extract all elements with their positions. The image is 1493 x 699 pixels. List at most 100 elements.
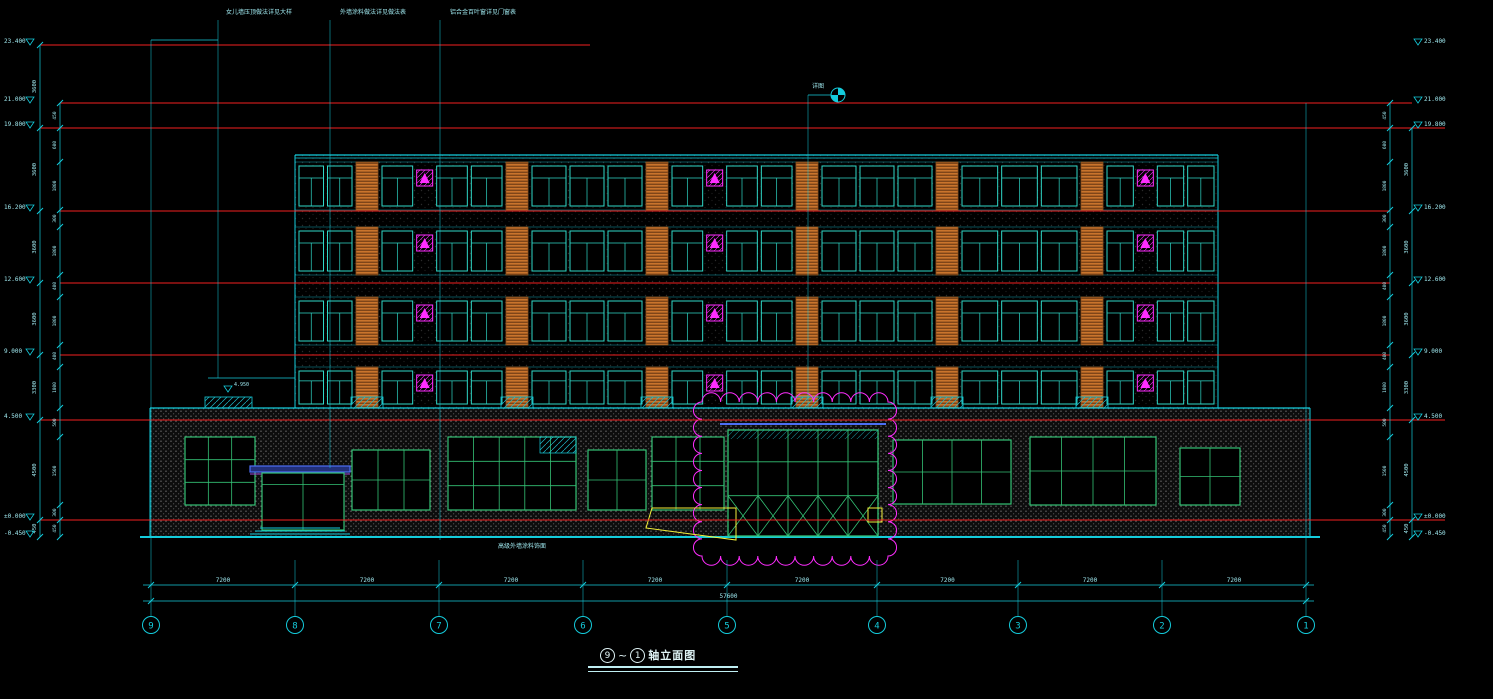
annotation-label: 高级外墙涂料饰面 [498, 542, 546, 550]
elevation-value: ±0.000 [1424, 513, 1446, 520]
central-curtainwall [727, 429, 879, 537]
dim-tick [36, 351, 44, 359]
elevation-value: 4.500 [4, 413, 22, 420]
sub-dimension: 400 [1382, 282, 1388, 290]
dim-tick [36, 41, 44, 49]
dim-tick [435, 581, 443, 589]
drawing-title: 9 ~ 1 轴立面图 [600, 648, 696, 663]
dim-tick [1386, 516, 1394, 524]
grid-bubble [718, 616, 736, 634]
dim-tick [56, 206, 64, 214]
annotation-label: 详图 [812, 82, 824, 90]
dim-tick [1386, 341, 1394, 349]
level-flag-icon [25, 348, 35, 356]
bay-dimension: 7200 [1083, 577, 1098, 584]
sub-dimension: 1800 [52, 180, 58, 191]
dim-tick [1386, 158, 1394, 166]
dim-tick [1408, 279, 1416, 287]
louver-strip [645, 161, 669, 211]
sub-dimension: 1500 [52, 465, 58, 476]
elevation-value: 16.200 [1424, 204, 1446, 211]
grid-bubble-label: 1 [1303, 622, 1308, 632]
detail-marker-quadrant [838, 88, 845, 95]
elevation-value: -0.450 [4, 530, 26, 537]
x-brace [847, 495, 879, 537]
louver-strip [355, 161, 379, 211]
sub-dimension: 300 [1382, 214, 1388, 222]
level-flag-icon [25, 513, 35, 521]
louver-strip [1080, 226, 1104, 276]
grid-bubble-label: 8 [292, 622, 297, 632]
dim-tick [56, 341, 64, 349]
ac-panel-triangle-icon [419, 308, 430, 318]
floor-height-dimension: 3600 [32, 312, 38, 325]
dim-tick [56, 501, 64, 509]
ac-panel-triangle-icon [419, 173, 430, 183]
louver-strip [505, 296, 529, 346]
ac-panel-triangle-icon [709, 238, 720, 248]
dim-tick [36, 416, 44, 424]
dim-tick [56, 158, 64, 166]
vent-grille [350, 396, 384, 410]
sub-dimension: 500 [52, 418, 58, 426]
level-flag-icon [1413, 413, 1423, 421]
louver-strip [1080, 161, 1104, 211]
sub-dimension: 500 [1382, 418, 1388, 426]
sub-dimension: 1800 [1382, 315, 1388, 326]
annex-level-label: 4.950 [234, 382, 249, 388]
bay-dimension: 7200 [504, 577, 519, 584]
bay-dimension: 7200 [648, 577, 663, 584]
sub-dimension: 300 [1382, 508, 1388, 516]
level-flag-icon [1413, 38, 1423, 46]
dim-tick [1158, 581, 1166, 589]
level-flag-icon [1413, 348, 1423, 356]
level-flag-icon [25, 276, 35, 284]
dim-tick [56, 433, 64, 441]
dim-tick [1386, 293, 1394, 301]
vent-grille [930, 396, 964, 410]
dim-tick [1408, 351, 1416, 359]
dim-tick [56, 99, 64, 107]
elevation-value: ±0.000 [4, 513, 26, 520]
dim-tick [1386, 124, 1394, 132]
grid-bubble [574, 616, 592, 634]
level-flag-icon [1413, 530, 1423, 538]
louver-strip [935, 161, 959, 211]
dim-tick [291, 581, 299, 589]
louver-strip [935, 296, 959, 346]
sub-dimension: 450 [52, 111, 58, 119]
floor-height-dimension: 3600 [32, 240, 38, 253]
louver-strip [505, 226, 529, 276]
grid-bubble-label: 7 [436, 622, 441, 632]
dim-tick [1386, 533, 1394, 541]
dim-tick [1302, 581, 1310, 589]
level-flag-icon [1413, 276, 1423, 284]
ac-panel-triangle-icon [709, 308, 720, 318]
annex-canopy-slab [204, 396, 253, 409]
level-flag-icon [1413, 204, 1423, 212]
title-axis-bubble-right: 1 [630, 648, 646, 663]
bay-dimension: 7200 [216, 577, 231, 584]
storefront-window [184, 436, 256, 506]
elevation-value: 19.800 [1424, 121, 1446, 128]
dim-tick [1408, 207, 1416, 215]
sub-dimension: 400 [52, 352, 58, 360]
dim-tick [1386, 404, 1394, 412]
grid-bubble [1009, 616, 1027, 634]
level-flag-icon [1413, 121, 1423, 129]
dim-tick [1408, 516, 1416, 524]
dim-tick [56, 124, 64, 132]
level-flag-icon [25, 121, 35, 129]
dim-tick [56, 271, 64, 279]
annotation-label: 女儿墙压顶做法详见大样 [226, 8, 292, 16]
dim-tick [1386, 363, 1394, 371]
ac-panel-triangle-icon [419, 378, 430, 388]
dim-tick [873, 581, 881, 589]
elevation-value: 21.000 [1424, 96, 1446, 103]
level-flag-icon [25, 530, 35, 538]
grid-bubble [286, 616, 304, 634]
elevation-value: 12.600 [1424, 276, 1446, 283]
hatched-panel [539, 436, 577, 454]
